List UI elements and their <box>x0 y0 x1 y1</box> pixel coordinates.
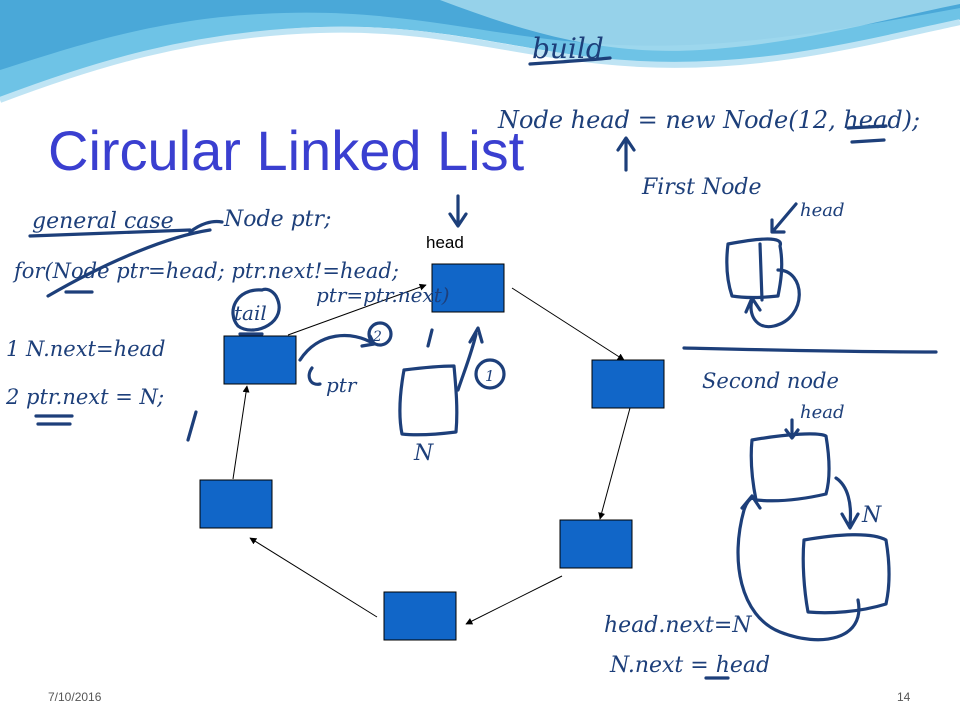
node-links <box>232 283 631 625</box>
list-node-tail <box>223 335 297 385</box>
header-wave-decoration <box>0 0 960 103</box>
list-node <box>591 359 665 409</box>
node-boxes <box>199 263 665 641</box>
head-label: head <box>426 233 464 252</box>
list-node <box>559 519 633 569</box>
page-number: 14 <box>897 690 911 704</box>
list-node <box>383 591 457 641</box>
link-arrow <box>598 407 631 520</box>
link-arrow <box>287 283 427 336</box>
link-arrow <box>465 575 563 625</box>
slide-date: 7/10/2016 <box>48 690 102 704</box>
link-arrow <box>249 537 378 618</box>
list-node-head <box>431 263 505 313</box>
link-arrow <box>511 287 625 361</box>
link-arrow <box>232 385 250 480</box>
list-node <box>199 479 273 529</box>
slide-title: Circular Linked List <box>48 119 525 182</box>
